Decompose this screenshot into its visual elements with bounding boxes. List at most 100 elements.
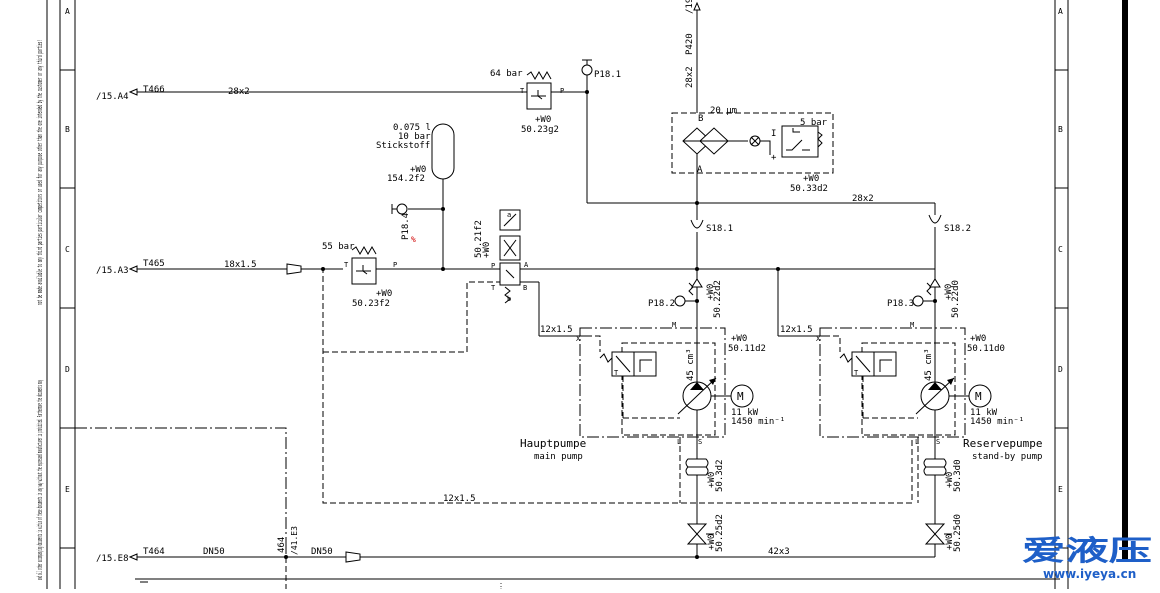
t465-tag: T465 <box>143 259 165 269</box>
standby-displacement: 45 cm³ <box>924 348 934 381</box>
relief64-setting: 64 bar <box>490 69 523 79</box>
relief55-setting: 55 bar <box>322 242 355 252</box>
main-unit-tag: +W0 <box>731 334 747 344</box>
main-port-l: L <box>677 438 681 446</box>
pilot-lines <box>322 268 913 504</box>
standby-pump-title-de: Reservepumpe <box>963 437 1042 450</box>
row-label-c-right: C <box>1058 245 1063 254</box>
filter-unit: 20 µm 5 bar B A +W0 50.33d2 I + <box>671 106 834 203</box>
valve-tag: +W0 <box>482 242 492 258</box>
row-label-e: E <box>65 485 70 494</box>
valve-port-t: T <box>491 284 496 292</box>
bottom-lines: 12x1.5 /15.E8 T464 DN50 DN50 464 /41.E3 … <box>75 427 936 591</box>
main-ball-id: 50.25d2 <box>715 514 725 552</box>
relief64-port-t: T <box>520 87 525 95</box>
main-port-t: T <box>614 369 619 377</box>
row-label-a: A <box>65 7 70 16</box>
relief64-port-p: P <box>560 87 564 95</box>
main-displacement: 45 cm³ <box>686 348 696 381</box>
return-pipe-label: 12x1.5 <box>443 494 476 504</box>
standby-pump-title-en: stand-by pump <box>972 452 1042 462</box>
acc-gas: Stickstoff <box>376 141 430 151</box>
t464-dn2: DN50 <box>311 547 333 557</box>
standby-ball-id: 50.25d0 <box>953 514 963 552</box>
standby-port-l: L <box>915 438 919 446</box>
t465-ref: /15.A3 <box>96 266 129 276</box>
side-note-top: not be made available to any third parti… <box>36 40 44 305</box>
main-speed: 1450 min⁻¹ <box>731 417 785 427</box>
standby-comp-id: 50.3d0 <box>953 459 963 492</box>
main-check-tag: +W0 <box>706 284 716 300</box>
acc-pressure: 10 bar <box>398 132 431 142</box>
acc-id: 154.2f2 <box>387 174 425 184</box>
standby-check-tag: +W0 <box>944 284 954 300</box>
row-label-e-right: E <box>1058 485 1063 494</box>
valve-port-b-small: b <box>507 295 511 303</box>
row-label-c: C <box>65 245 70 254</box>
main-unit-id: 50.11d2 <box>728 344 766 354</box>
main-ball-tag: +W0 <box>707 534 717 550</box>
main-pump-title-en: main pump <box>534 452 583 462</box>
relief55-port-p: P <box>393 261 397 269</box>
filter-minus: I <box>771 129 776 139</box>
relief64-id: 50.23g2 <box>521 125 559 135</box>
relief-valve-55bar: T P 55 bar +W0 50.23f2 <box>322 242 500 309</box>
standby-unit-id: 50.11d0 <box>967 344 1005 354</box>
t464-node: 464 <box>277 537 287 553</box>
relief55-tag: +W0 <box>376 289 392 299</box>
main-pipe: 12x1.5 <box>540 325 573 335</box>
valve-port-a-small: a <box>507 211 511 219</box>
watermark: 爱液压 www.iyeya.cn <box>1022 534 1152 581</box>
t464-tag: T464 <box>143 547 165 557</box>
page-tick: ⋮ <box>497 582 505 589</box>
main-gauge: P18.2 <box>648 299 675 309</box>
header-line: 28x2 <box>587 194 936 215</box>
watermark-logo: 爱液压 <box>1022 534 1152 567</box>
t465-pipe: 18x1.5 <box>224 260 257 270</box>
suction-pipe-label: 42x3 <box>768 547 790 557</box>
sheet-frame <box>46 0 1128 589</box>
watermark-url: www.iyeya.cn <box>1043 567 1136 581</box>
p18-1-label: P18.1 <box>594 70 621 80</box>
valve-port-p: P <box>491 262 495 270</box>
header-pipe: 28x2 <box>852 194 874 204</box>
p420-ref: /19 <box>685 0 695 14</box>
main-power: 11 kW <box>731 408 759 418</box>
main-comp-id: 50.3d2 <box>715 459 725 492</box>
t464-ref: /15.E8 <box>96 554 129 564</box>
filter-tag: +W0 <box>803 174 819 184</box>
main-pump-title-de: Hauptpumpe <box>520 437 586 450</box>
standby-motor-symbol: M <box>975 390 982 403</box>
main-comp-tag: +W0 <box>707 472 717 488</box>
valve-port-b: B <box>523 284 527 292</box>
main-pump-branch: S18.1 +W0 50.22d2 P18.2 12x1.5 T X M M 4… <box>520 203 785 552</box>
line-p420: P420 /19 28x2 <box>685 0 701 113</box>
p18-4-mark: % <box>411 235 416 244</box>
standby-pipe: 12x1.5 <box>780 325 813 335</box>
main-check-id: S18.1 <box>706 224 733 234</box>
filter-port-a: A <box>697 165 703 175</box>
t466-ref: /15.A4 <box>96 92 129 102</box>
acc-volume: 0.075 l <box>393 123 431 133</box>
main-port-m: M <box>672 321 676 329</box>
accumulator: 0.075 l 10 bar Stickstoff +W0 154.2f2 <box>376 123 455 269</box>
relief55-port-t: T <box>344 261 349 269</box>
standby-port-x: X <box>816 335 821 343</box>
filter-port-b: B <box>698 114 703 124</box>
gauge-p18-1: P18.1 <box>581 59 621 203</box>
filter-diff: 5 bar <box>800 118 828 128</box>
standby-unit-tag: +W0 <box>970 334 986 344</box>
row-label-b: B <box>65 125 70 134</box>
t464-dn1: DN50 <box>203 547 225 557</box>
t466-pipe: 28x2 <box>228 87 250 97</box>
p420-pipe: 28x2 <box>685 66 695 88</box>
standby-gauge: P18.3 <box>887 299 914 309</box>
valve-id: 50.21f2 <box>474 220 484 258</box>
standby-port-s: S <box>936 438 940 446</box>
filter-id: 50.33d2 <box>790 184 828 194</box>
standby-speed: 1450 min⁻¹ <box>970 417 1024 427</box>
main-motor-symbol: M <box>737 390 744 403</box>
filter-plus: + <box>771 153 777 163</box>
